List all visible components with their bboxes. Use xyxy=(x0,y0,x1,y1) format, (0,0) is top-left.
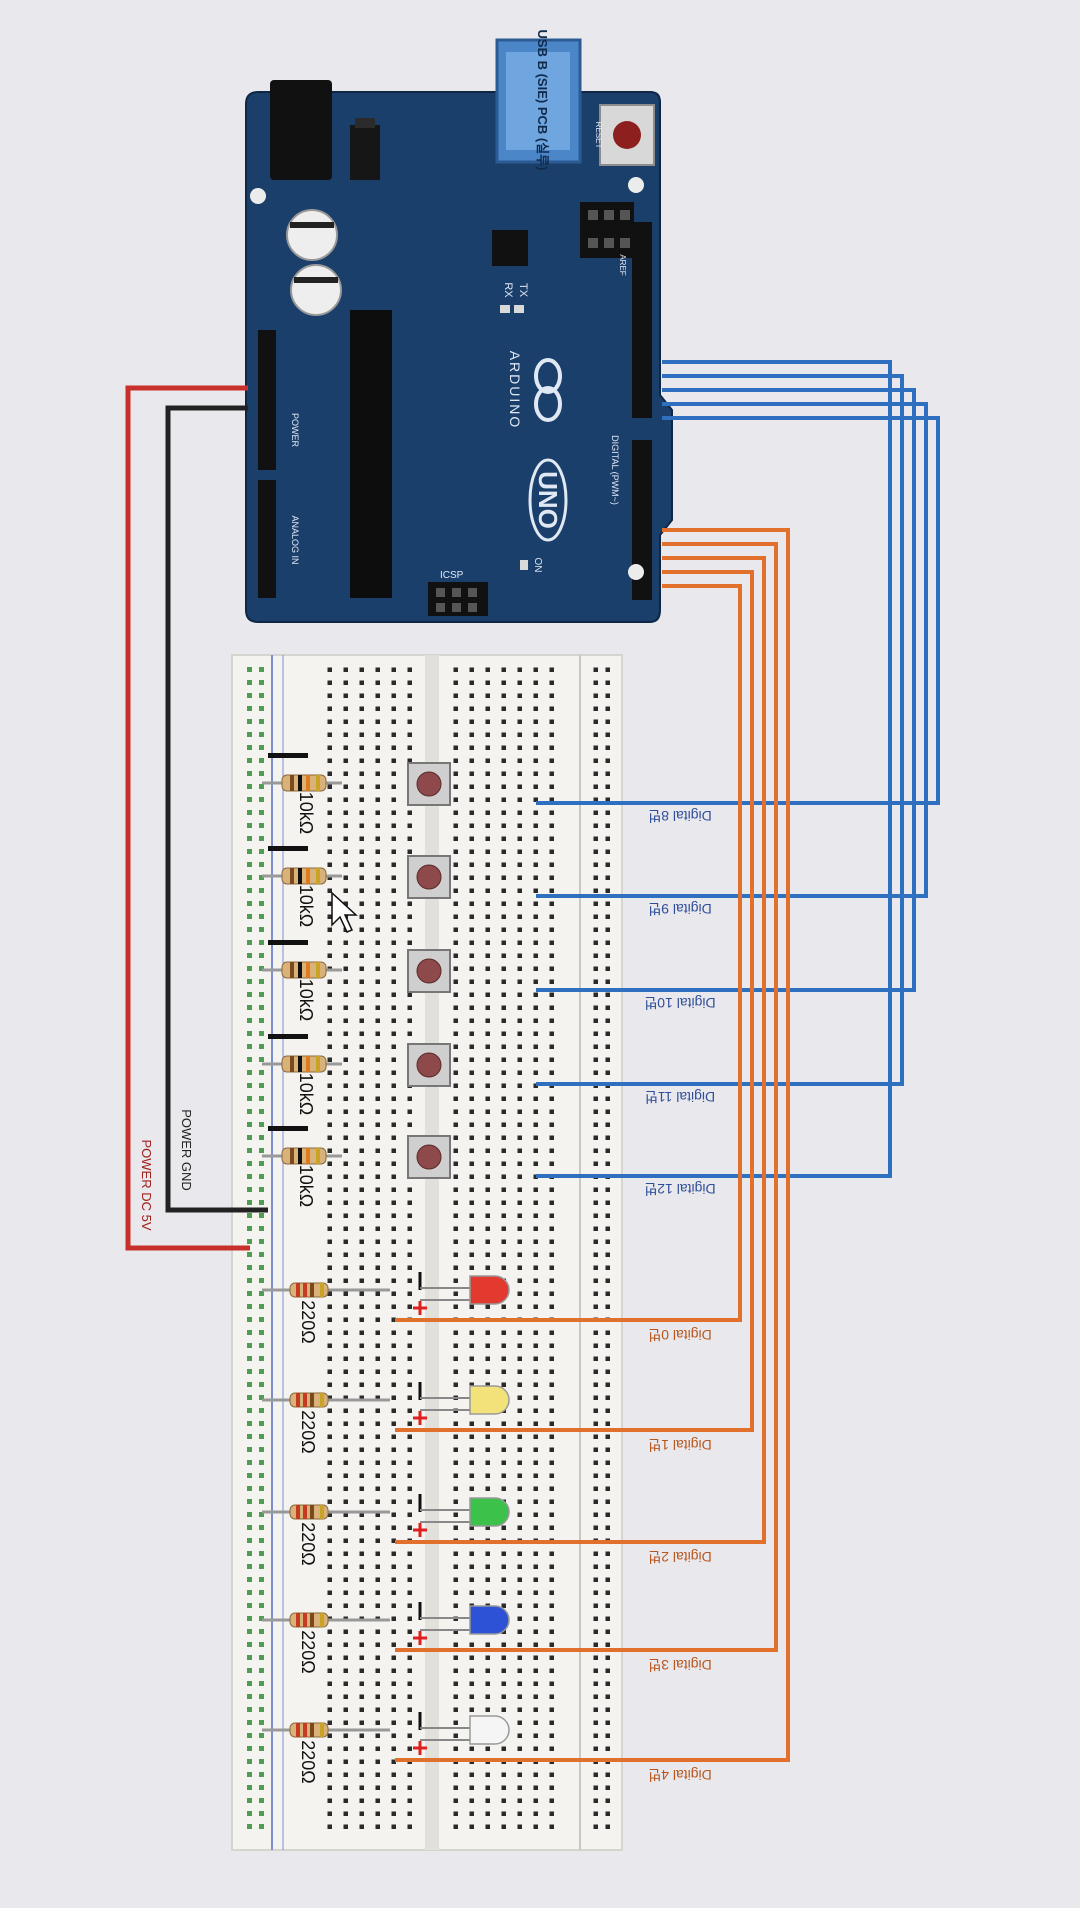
pulldown-resistor xyxy=(281,1147,327,1165)
resistor-value-label: 10kΩ xyxy=(296,979,316,1021)
led-resistor xyxy=(289,1722,329,1738)
push-button xyxy=(407,762,451,806)
power-header-label: POWER xyxy=(290,413,300,448)
led-signal-wire xyxy=(395,584,742,1322)
vcc-label: POWER DC 5V xyxy=(139,1139,154,1230)
led xyxy=(469,1385,510,1415)
button-wire-label: Digital 9번 xyxy=(648,901,711,917)
led-wire-label: Digital 1번 xyxy=(648,1437,711,1453)
power-wires: POWER GND POWER DC 5V xyxy=(125,385,268,1251)
led-resistor xyxy=(289,1282,329,1298)
push-button xyxy=(407,855,451,899)
usb-chip xyxy=(492,230,528,266)
button-wire-label: Digital 8번 xyxy=(648,808,711,824)
on-label: ON xyxy=(532,558,543,573)
arduino-brand: ARDUINO xyxy=(507,351,523,430)
gnd-label: POWER GND xyxy=(179,1109,194,1191)
resistor-value-label: 220Ω xyxy=(298,1300,318,1344)
digital-label: DIGITAL (PWM~) xyxy=(610,435,620,505)
button-wire-label: Digital 10번 xyxy=(644,995,715,1011)
led-wire-label: Digital 2번 xyxy=(648,1549,711,1565)
led xyxy=(469,1715,510,1745)
led xyxy=(469,1497,510,1527)
resistor-value-label: 10kΩ xyxy=(296,792,316,834)
led xyxy=(469,1605,510,1635)
led-signal-wire xyxy=(395,542,778,1652)
button-wire-label: Digital 12번 xyxy=(644,1181,715,1197)
tx-label: TX xyxy=(517,283,529,298)
power-jack xyxy=(270,80,332,180)
led-signal-wire xyxy=(395,556,766,1544)
led xyxy=(469,1275,510,1305)
digital-header-lower xyxy=(632,440,652,600)
rx-label: RX xyxy=(502,282,514,298)
push-button xyxy=(407,1135,451,1179)
resistor-value-label: 220Ω xyxy=(298,1740,318,1784)
button-wire-label: Digital 11번 xyxy=(645,1089,715,1105)
vcc-wire xyxy=(125,385,250,1251)
gnd-wire xyxy=(165,405,268,1213)
wires: Digital 8번 Digital 9번 Digital 10번 Digital 1… xyxy=(395,360,940,1783)
capacitor-1 xyxy=(286,209,338,261)
reset-label: RESET xyxy=(594,122,603,149)
atmega-chip xyxy=(350,310,392,598)
resistor-value-label: 220Ω xyxy=(298,1630,318,1674)
uno-text: UNO xyxy=(533,471,563,529)
button-rail-jumper xyxy=(268,1034,308,1039)
resistor-value-label: 220Ω xyxy=(298,1522,318,1566)
led-resistor xyxy=(289,1612,329,1628)
resistor-value-label: 220Ω xyxy=(298,1410,318,1454)
led-wire-label: Digital 3번 xyxy=(648,1657,711,1673)
led-signal-wire xyxy=(395,528,790,1762)
button-signal-wire xyxy=(536,374,904,1086)
analog-header-label: ANALOG IN xyxy=(290,515,300,564)
resistor-value-label: 10kΩ xyxy=(296,1165,316,1207)
button-rail-jumper xyxy=(268,753,308,758)
aref-label: AREF xyxy=(618,254,627,275)
capacitor-2 xyxy=(290,264,342,316)
regulator xyxy=(350,125,380,180)
digital-header-upper xyxy=(632,222,652,418)
led-wire-label: Digital 0번 xyxy=(648,1327,711,1343)
button-signal-wire xyxy=(536,360,892,1178)
button-signal-wire xyxy=(536,402,928,898)
push-button xyxy=(407,949,451,993)
arduino-board: USB B (SIE) PCB (실루) RESET TX RX ARDUINO… xyxy=(245,30,673,623)
button-rail-jumper xyxy=(268,846,308,851)
led-signal-wire xyxy=(395,570,754,1432)
button-signal-wire xyxy=(536,416,940,805)
led-resistor xyxy=(289,1392,329,1408)
pulldown-resistor xyxy=(281,1055,327,1073)
resistor-value-label: 10kΩ xyxy=(296,885,316,927)
pulldown-resistor xyxy=(281,961,327,979)
button-rail-jumper xyxy=(268,1126,308,1131)
pulldown-resistor xyxy=(281,774,327,792)
push-button xyxy=(407,1043,451,1087)
usb-label: USB B (SIE) PCB (실루) xyxy=(535,30,550,171)
resistor-value-label: 10kΩ xyxy=(296,1073,316,1115)
led-resistor xyxy=(289,1504,329,1520)
uno-badge: UNO xyxy=(528,458,568,542)
components: 10kΩ 10kΩ 10kΩ 10kΩ 10kΩ 220Ω 220Ω 220Ω 220Ω 220Ω xyxy=(262,753,510,1784)
button-signal-wire xyxy=(536,388,916,992)
led-wire-label: Digital 4번 xyxy=(648,1767,711,1783)
button-rail-jumper xyxy=(268,940,308,945)
pulldown-resistor xyxy=(281,867,327,885)
arduino-logo xyxy=(534,358,562,422)
icsp-label: ICSP xyxy=(440,570,464,581)
breadboard xyxy=(231,654,623,1851)
analog-header xyxy=(258,480,276,598)
mouse-cursor-icon xyxy=(331,891,358,933)
power-header xyxy=(258,330,276,470)
